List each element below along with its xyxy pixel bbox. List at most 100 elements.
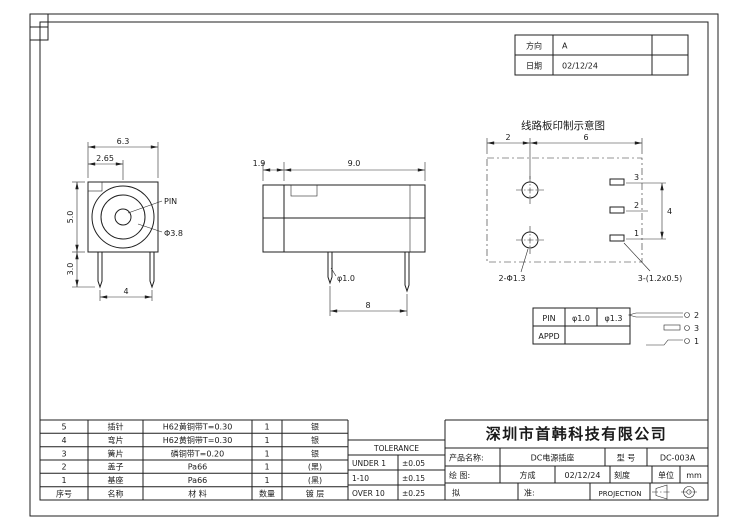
terminal-circle-2	[684, 312, 690, 318]
terminal-label-2: 2	[694, 311, 699, 320]
terminal-circle-3	[684, 325, 690, 331]
bom-header-qty: 数量	[259, 488, 275, 498]
projection-label: PROJECTION	[598, 490, 641, 498]
front-outer-circle	[91, 185, 155, 249]
tolerance-range: 1-10	[352, 474, 369, 483]
bom-qty: 1	[264, 423, 269, 432]
dim-pin-pitch: 4	[123, 287, 128, 296]
bom-material: Pa66	[188, 476, 208, 485]
side-top-window	[290, 184, 318, 197]
side-view: φ1.0 1.9 9.0 8	[253, 159, 426, 316]
dim-body-length: 9.0	[348, 159, 361, 168]
front-body	[87, 181, 159, 253]
bom-header-material: 材 料	[188, 488, 207, 498]
terminal-label-3: 3	[694, 324, 699, 333]
corner-zone-box	[29, 26, 49, 41]
bom-material: H62黄铜带T=0.30	[163, 422, 233, 432]
bom-name: 基座	[108, 475, 124, 485]
front-barrel-circle	[100, 194, 146, 240]
bom-no: 3	[61, 449, 66, 458]
model-value: DC-003A	[660, 454, 696, 463]
bom-name: 簧片	[108, 448, 124, 458]
dim-pad-span: 4	[667, 207, 672, 216]
barrel-diameter-label: Φ3.8	[164, 229, 183, 238]
bom-plating: 银	[311, 435, 319, 445]
bom-no: 4	[61, 436, 66, 445]
pcb-view-title: 线路板印制示意图	[521, 119, 605, 132]
inner-border	[39, 21, 709, 501]
tolerance-range: UNDER 1	[352, 459, 386, 468]
product-label: 产品名称:	[449, 453, 484, 463]
date-label: 日期	[526, 62, 542, 71]
front-corner-key	[87, 181, 103, 192]
bom-header-name: 名称	[108, 488, 124, 498]
pin-table-pin: PIN	[542, 314, 555, 323]
bom-qty: 1	[264, 449, 269, 458]
bom-no: 5	[61, 423, 66, 432]
dim-width: 6.3	[117, 137, 130, 146]
tolerance-value: ±0.25	[402, 489, 425, 498]
draft-label: 拟	[452, 488, 460, 498]
pcb-outline	[486, 157, 643, 263]
bom-row: 2 盖子 Pa66 1 (黑)	[61, 462, 322, 472]
pad-number-3: 3	[634, 173, 639, 182]
bom-plating: (黑)	[308, 463, 322, 472]
pad-number-1: 1	[634, 229, 639, 238]
drawn-by: 方成	[520, 470, 536, 480]
dim-hole-offset: 2	[505, 133, 510, 142]
bom-no: 1	[61, 476, 66, 485]
bom-qty: 1	[264, 476, 269, 485]
bom-material: Pa66	[188, 463, 208, 472]
pcb-slot-3	[609, 178, 625, 186]
title-block: 深圳市首韩科技有限公司 产品名称: DC电源插座 型 号 DC-003A 绘 图…	[444, 419, 708, 500]
dim-center-offset: 2.65	[96, 154, 114, 163]
bom-name: 弯片	[108, 435, 124, 445]
bom-qty: 1	[264, 436, 269, 445]
company-name: 深圳市首韩科技有限公司	[486, 425, 668, 443]
side-pin-center	[327, 252, 333, 285]
terminal-label-1: 1	[694, 337, 699, 346]
unit-value: mm	[686, 471, 702, 480]
bom-row: 5 插针 H62黄铜带T=0.30 1 银	[61, 422, 319, 432]
front-center-pin	[114, 208, 132, 226]
bom-name: 插针	[108, 422, 124, 432]
drawn-date: 02/12/24	[565, 471, 601, 480]
tolerance-title: TOLERANCE	[373, 444, 419, 453]
drawing-frame	[29, 13, 719, 517]
model-label: 型 号	[617, 454, 636, 463]
pin-table-appd: APPD	[538, 332, 559, 341]
terminal-circle-1	[684, 338, 690, 344]
pin-diameter-label: φ1.0	[337, 274, 355, 283]
bom-header-plating: 镀 层	[306, 488, 325, 498]
corner-zone-box	[29, 13, 49, 28]
drawn-label: 绘 图:	[449, 470, 470, 480]
front-pin-right	[149, 252, 155, 289]
pin-assignment-diagram: 2 3 1	[627, 311, 699, 346]
bom-row: 3 簧片 磷铜带T=0.20 1 银	[61, 448, 319, 458]
dim-pin-length: 3.0	[66, 263, 75, 276]
bom-header-row: 序号 名称 材 料 数量 镀 层	[56, 488, 324, 498]
pad-number-2: 2	[634, 201, 639, 210]
tolerance-range: OVER 10	[352, 489, 385, 498]
bom-material: 磷铜带T=0.20	[171, 448, 224, 458]
bom-table: 5 插针 H62黄铜带T=0.30 1 银 4 弯片 H62黄铜带T=0.30 …	[40, 419, 349, 500]
pcb-slot-1	[609, 234, 625, 242]
bom-plating: (黑)	[308, 476, 322, 485]
bom-header-no: 序号	[56, 488, 72, 498]
direction-label: 方向	[526, 41, 542, 51]
bom-no: 2	[61, 463, 66, 472]
bom-row: 4 弯片 H62黄铜带T=0.30 1 银	[61, 435, 319, 445]
tolerance-value: ±0.05	[402, 459, 425, 468]
bom-plating: 银	[311, 422, 319, 432]
front-pin-left	[97, 252, 103, 289]
direction-value: A	[562, 42, 568, 51]
tolerance-table: TOLERANCE UNDER 1 ±0.05 1-10 ±0.15 OVER …	[348, 439, 445, 500]
terminal-contact-3	[663, 324, 681, 331]
bom-plating: 银	[311, 448, 319, 458]
bom-name: 盖子	[108, 462, 124, 472]
slots-note: 3-(1.2x0.5)	[638, 274, 682, 283]
unit-label: 单位	[658, 470, 674, 480]
dim-pin-pitch-side: 8	[365, 301, 370, 310]
approve-label: 准:	[524, 488, 535, 498]
